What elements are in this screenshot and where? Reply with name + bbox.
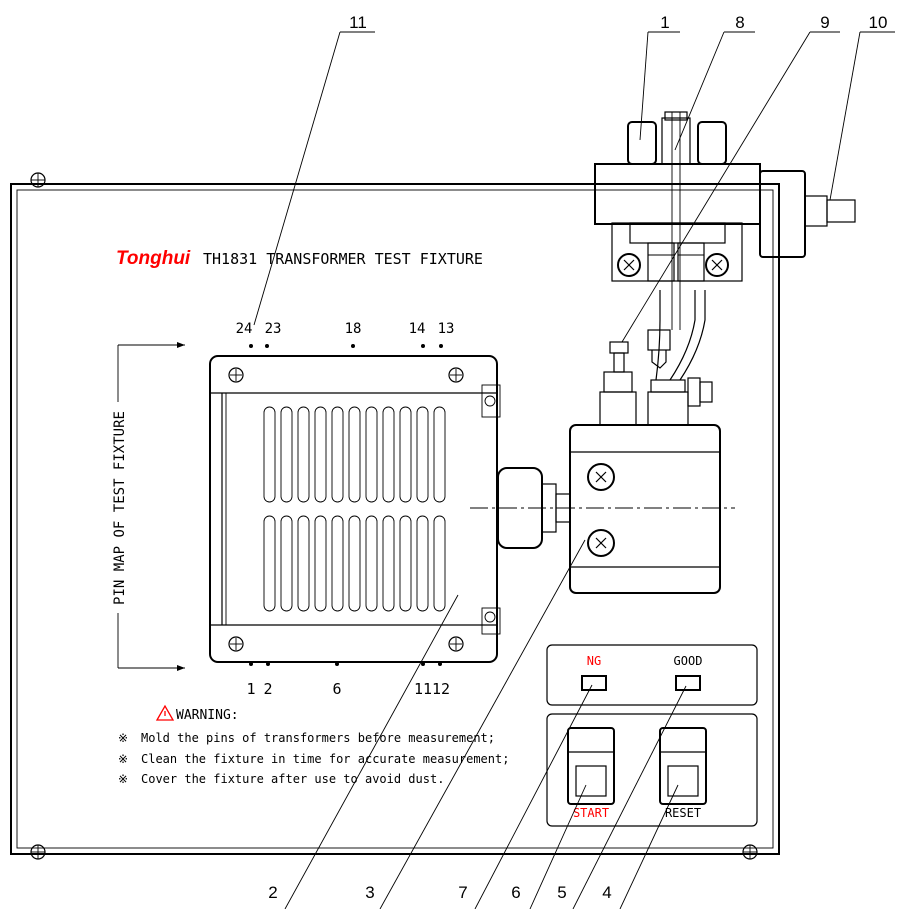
pin-label: 12	[432, 680, 450, 698]
pin-label: 23	[265, 321, 282, 337]
pin-label: 18	[345, 321, 362, 337]
callout-label: 7	[458, 883, 467, 902]
callout-label: 1	[660, 13, 669, 32]
socket-screws	[228, 367, 464, 652]
pin-label: 14	[409, 321, 426, 337]
callout-label: 2	[268, 883, 277, 902]
panel-outline	[10, 183, 780, 855]
callout-label: 5	[557, 883, 566, 902]
pin-label: 13	[438, 321, 455, 337]
warning-icon	[155, 704, 175, 721]
pins-bottom: 1 2 6 11 12	[246, 662, 450, 698]
callouts-top	[253, 31, 895, 343]
start-button-label: START	[573, 806, 609, 820]
pin-label: 1	[246, 680, 255, 698]
warning-mark: ※	[118, 772, 128, 786]
pin-label: 2	[263, 680, 272, 698]
warning-mark: ※	[118, 752, 128, 766]
warning-mark: ※	[118, 731, 128, 745]
button-panel	[546, 713, 758, 827]
warning-line: Clean the fixture in time for accurate m…	[141, 752, 509, 766]
callout-label: 10	[869, 13, 888, 32]
reset-button-label: RESET	[665, 806, 701, 820]
callout-label: 8	[735, 13, 744, 32]
air-fittings	[599, 290, 713, 426]
fixture-title: TH1831 TRANSFORMER TEST FIXTURE	[203, 250, 483, 268]
warning-line: Cover the fixture after use to avoid dus…	[141, 772, 444, 786]
panel-inner-outline	[16, 189, 774, 849]
pin-label: 24	[236, 321, 253, 337]
corner-screw-tl	[30, 172, 46, 188]
callout-label: 3	[365, 883, 374, 902]
brand-logo: Tonghui	[116, 248, 191, 269]
ng-indicator-label: NG	[587, 654, 601, 668]
corner-screw-br	[742, 844, 758, 860]
callout-label: 11	[349, 13, 367, 32]
pins-top: 24 23 18 14 13	[236, 321, 455, 348]
pin-map-bracket	[117, 342, 185, 671]
callout-label: 6	[511, 883, 520, 902]
good-indicator-label: GOOD	[674, 654, 703, 668]
callout-label: 9	[820, 13, 829, 32]
pin-label: 6	[332, 680, 341, 698]
indicator-panel	[546, 644, 758, 706]
warning-heading: WARNING:	[176, 708, 239, 723]
test-socket	[209, 355, 501, 663]
callout-label: 4	[602, 883, 611, 902]
pin-map-label: PIN MAP OF TEST FIXTURE	[112, 411, 128, 605]
air-cylinder	[470, 424, 735, 594]
solenoid-valve	[594, 111, 856, 330]
pin-label: 11	[414, 680, 432, 698]
warning-line: Mold the pins of transformers before mea…	[141, 731, 495, 745]
callouts-bottom	[284, 539, 687, 909]
socket-slots	[263, 406, 446, 612]
corner-screw-bl	[30, 844, 46, 860]
